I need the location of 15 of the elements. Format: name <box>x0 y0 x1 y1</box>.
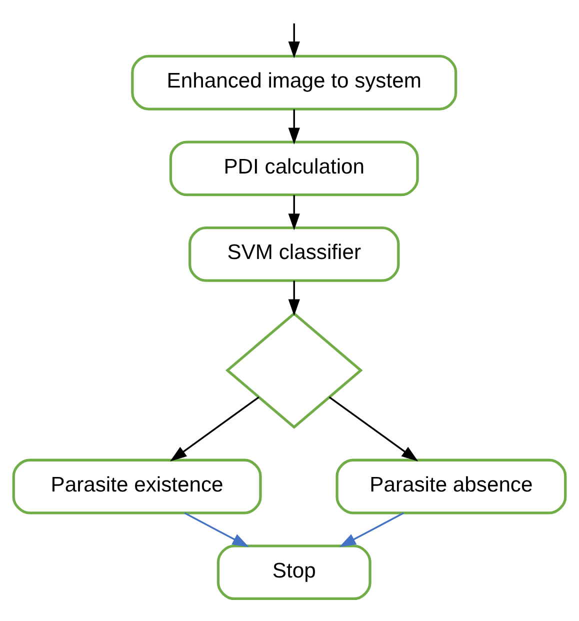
node-box: SVM classifier <box>188 226 400 282</box>
arrow <box>288 280 300 316</box>
node-box: Enhanced image to system <box>131 54 458 110</box>
arrow <box>288 109 300 144</box>
arrow <box>288 195 300 230</box>
arrow <box>339 512 404 548</box>
node-box: Parasite existence <box>12 458 262 514</box>
arrow <box>328 396 418 462</box>
node-box: Stop <box>216 544 372 600</box>
node-box: Parasite absence <box>336 458 567 514</box>
arrow <box>184 512 250 548</box>
node-diamond <box>225 312 363 429</box>
arrow <box>288 23 300 58</box>
node-box: PDI calculation <box>169 140 419 196</box>
arrow <box>170 396 260 462</box>
